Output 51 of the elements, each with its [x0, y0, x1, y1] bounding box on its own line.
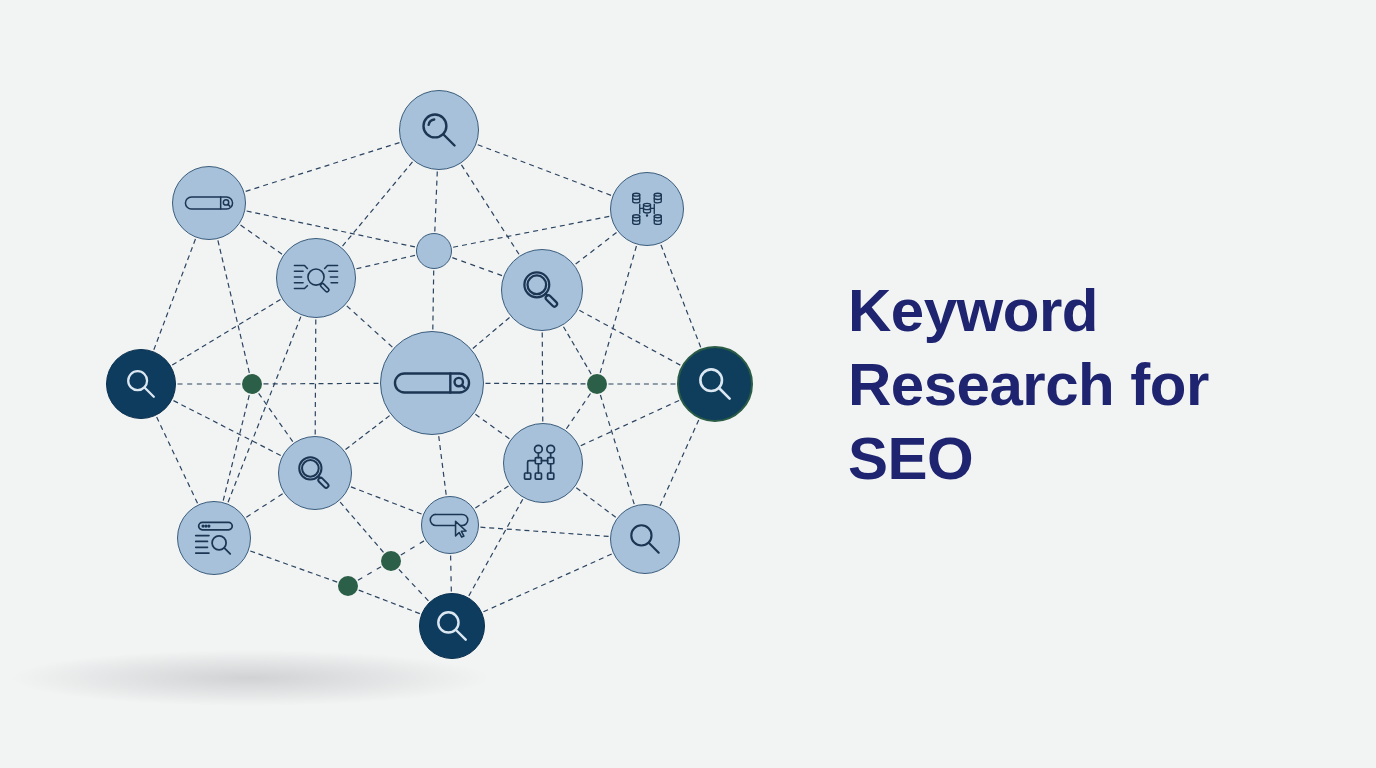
dashed-connector [314, 318, 317, 436]
dashed-connector [452, 215, 610, 248]
dashed-connector [153, 238, 197, 351]
dashed-connector [575, 231, 618, 265]
dashed-connector [565, 392, 592, 430]
dashed-connector [474, 413, 510, 440]
dashed-connector [341, 161, 414, 247]
dashed-connector [262, 382, 380, 385]
dashed-connector [358, 589, 421, 615]
dashed-connector [599, 394, 635, 505]
dashed-connector [450, 554, 452, 593]
dashed-connector [451, 257, 503, 277]
dashed-connector [599, 245, 637, 374]
dashed-connector [258, 392, 294, 443]
dashed-connector [350, 486, 423, 515]
dashed-connector [398, 568, 429, 602]
dashed-connector [217, 239, 250, 374]
dashed-connector [344, 415, 391, 451]
dashed-connector [339, 501, 385, 553]
dashed-connector [578, 309, 681, 366]
dashed-connector [575, 487, 617, 518]
dashed-connector [438, 435, 447, 496]
dashed-connector [239, 224, 283, 255]
dashed-connector [660, 244, 702, 348]
dashed-connector [468, 498, 524, 597]
dashed-connector [484, 382, 587, 385]
dashed-connector [357, 566, 382, 581]
dashed-connector [477, 144, 612, 196]
dashed-connector [172, 400, 282, 457]
dashed-connector [245, 493, 284, 518]
dashed-connector [156, 416, 199, 504]
dashed-connector [176, 383, 242, 385]
dashed-connector [607, 383, 677, 385]
dashed-connector [400, 540, 425, 556]
dashed-connector [479, 526, 610, 537]
dashed-connector [474, 485, 510, 509]
dashed-connector [245, 141, 401, 192]
dashed-connector [246, 210, 416, 248]
dashed-connector [460, 164, 520, 255]
dashed-connector [434, 170, 438, 233]
dashed-connector [562, 326, 592, 375]
dashed-connector [346, 305, 393, 348]
title: Keyword Research for SEO [848, 276, 1210, 494]
dashed-connector [222, 394, 250, 502]
dashed-connector [472, 316, 511, 350]
dashed-connector [355, 254, 416, 270]
dashed-connector [249, 550, 338, 583]
dashed-connector [171, 298, 282, 366]
dashed-connector [227, 316, 302, 503]
dashed-connector [432, 269, 435, 331]
dashed-connector [541, 331, 544, 423]
